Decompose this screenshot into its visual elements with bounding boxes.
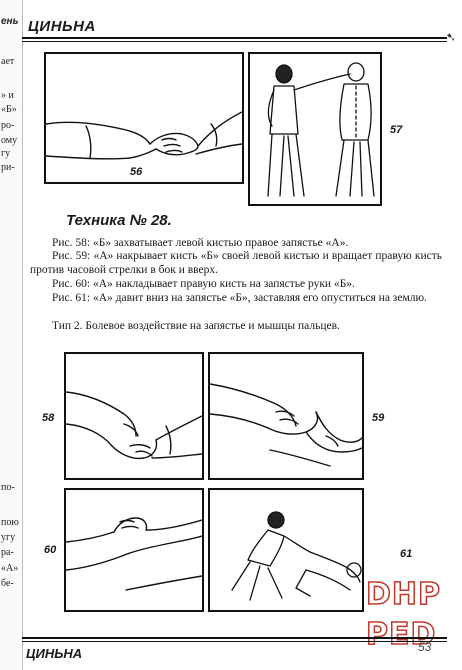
watermark-line2: PED [366, 617, 436, 652]
watermark-logo: DHP PED [365, 576, 441, 653]
gutter-fragment: «А» [1, 563, 19, 574]
gutter-fragment: ра- [1, 547, 14, 558]
figure-number: 57 [390, 124, 403, 136]
figure-58-wrist-grab [64, 352, 204, 480]
technique-paragraph: Рис. 61: «А» давит вниз на запястье «Б»,… [52, 292, 427, 304]
figure-60-wrist-press [64, 488, 204, 612]
gutter-fragment: «Б» [1, 104, 17, 115]
technique-paragraph: Тип 2. Болевое воздействие на запястье и… [52, 320, 340, 332]
figure-57-standing [248, 52, 382, 206]
gutter-fragment: бе- [1, 578, 14, 589]
header-rule [22, 37, 447, 39]
handshake-illustration [46, 111, 242, 160]
neighbor-page-strip: ень ает » и «Б» ро- ому гу ри- по- пою у… [0, 0, 23, 670]
technique-paragraph: Рис. 60: «А» накладывает правую кисть на… [52, 278, 355, 290]
figure-number: 56 [130, 166, 143, 178]
watermark-line1: DHP [366, 577, 441, 612]
figure-number: 61 [400, 548, 413, 560]
takedown-illustration [231, 511, 362, 601]
gutter-fragment: угу [1, 532, 16, 543]
gutter-fragment: ро- [1, 120, 15, 131]
gutter-fragment: ри- [1, 162, 15, 173]
figure-61-takedown [208, 488, 364, 612]
running-header-title: ЦИНЬНА [28, 18, 96, 35]
page-corner-mark: ➷ [445, 30, 456, 44]
technique-title: Техника № 28. [66, 212, 172, 229]
footer-rule [22, 637, 447, 639]
figure-56-handshake: 56 [44, 52, 244, 184]
figure-number: 59 [372, 412, 385, 424]
technique-paragraph: Рис. 59: «А» накрывает кисть «Б» своей л… [30, 250, 442, 276]
gutter-fragment: ает [1, 56, 15, 67]
running-footer-title: ЦИНЬНА [26, 646, 83, 661]
wrist-press-illustration [66, 517, 202, 591]
figure-number: 58 [42, 412, 55, 424]
gutter-fragment: по- [1, 482, 15, 493]
gutter-fragment: пою [1, 517, 19, 528]
figure-number: 60 [44, 544, 57, 556]
wrist-grab-illustration [66, 391, 202, 460]
standing-figures-illustration [267, 62, 375, 197]
page-number: 53 [418, 640, 432, 654]
figure-59-hand-cover [208, 352, 364, 480]
header-rule-thin [22, 41, 447, 42]
gutter-fragment: гу [1, 148, 11, 159]
technique-paragraph: Рис. 58: «Б» захватывает левой кистью пр… [52, 237, 349, 249]
footer-rule-thin [22, 641, 447, 642]
gutter-fragment: ому [1, 135, 18, 146]
gutter-fragment: » и [1, 90, 14, 101]
gutter-fragment: ень [1, 16, 19, 27]
hand-cover-illustration [210, 383, 362, 467]
